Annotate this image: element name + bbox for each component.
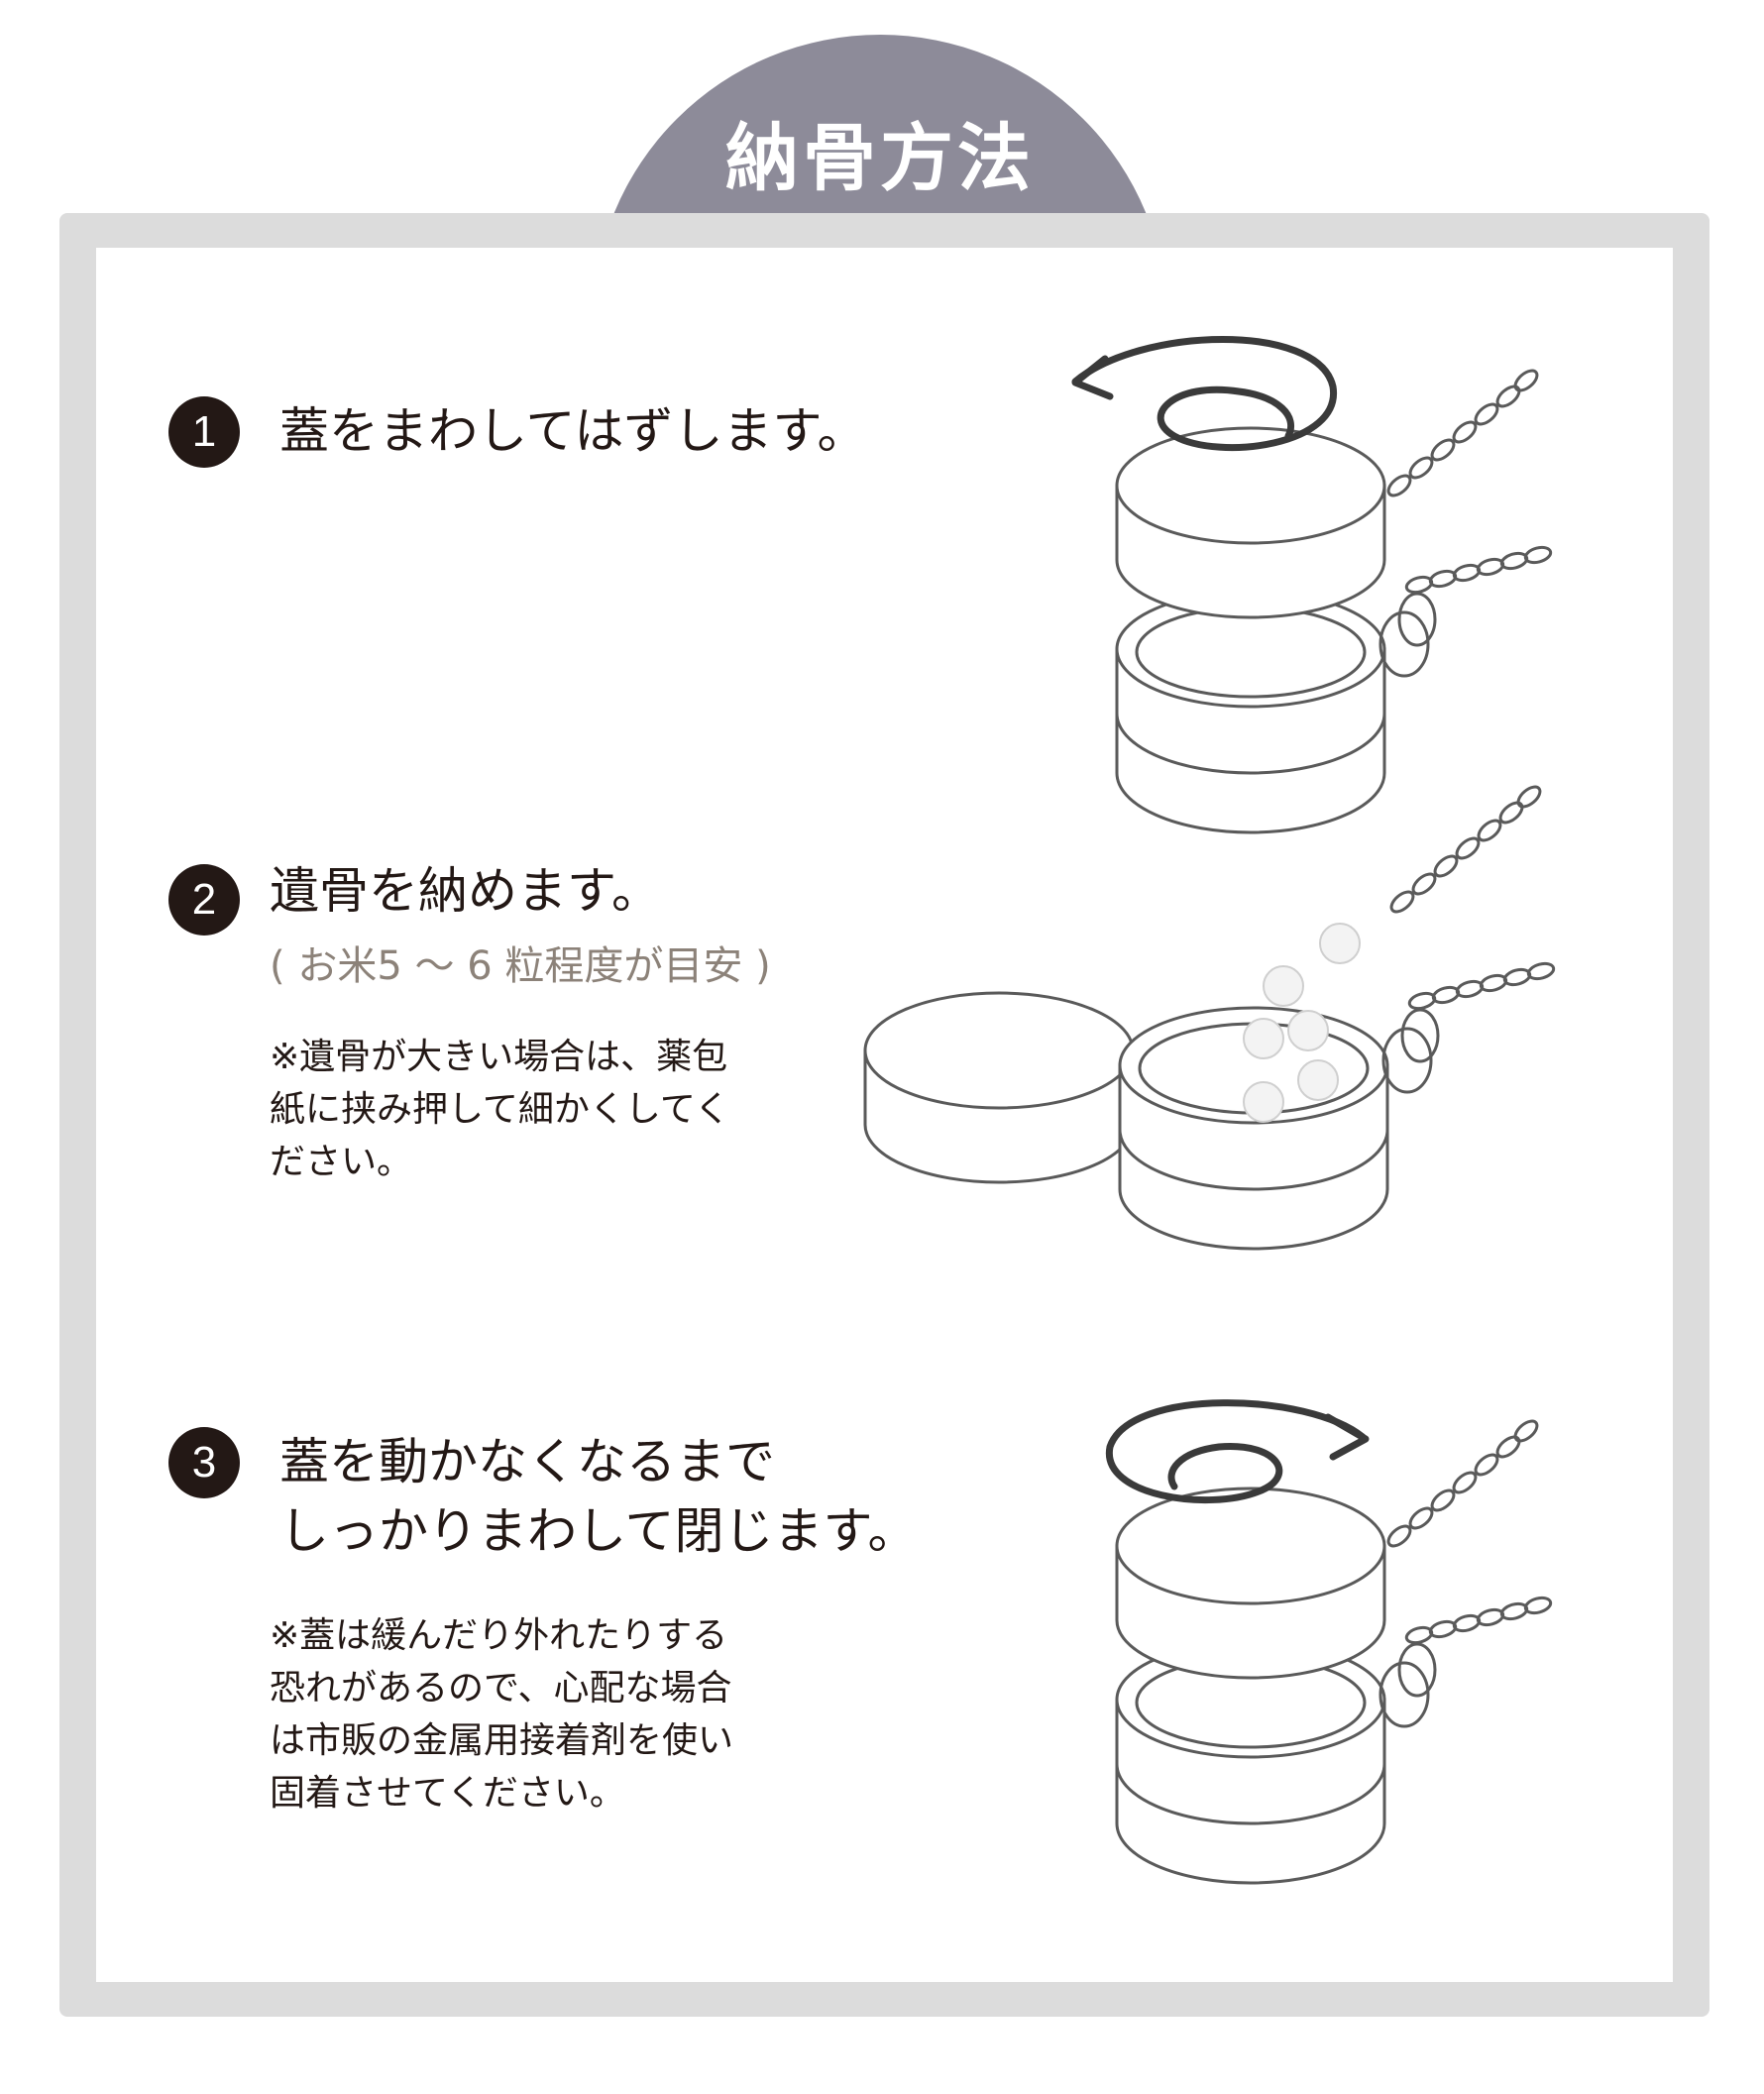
rotate-counterclockwise-arrow-icon <box>1071 336 1337 452</box>
step-2-number: 2 <box>168 864 240 936</box>
step-2-note: ※遺骨が大きい場合は、薬包 紙に挟み押して細かくしてく ださい。 <box>270 1031 730 1188</box>
note-line: ださい。 <box>270 1142 413 1182</box>
step-3-note: ※蓋は緩んだり外れたりする 恐れがあるので、心配な場合 は市販の金属用接着剤を使… <box>270 1609 733 1819</box>
note-line: 紙に挟み押して細かくしてく <box>270 1089 730 1130</box>
note-line: ※蓋は緩んだり外れたりする <box>270 1615 728 1656</box>
note-line: ※遺骨が大きい場合は、薬包 <box>270 1037 728 1077</box>
step-2-subtext: ( お米5 ～ 6 粒程度が目安 ) <box>270 943 771 989</box>
lid-removed <box>863 991 1135 1184</box>
remains-beads <box>1243 923 1361 1123</box>
heading-line: 蓋を動かなくなるまで <box>279 1433 775 1490</box>
step-1-number: 1 <box>168 396 240 468</box>
note-line: は市販の金属用接着剤を使い <box>270 1720 734 1761</box>
step-1-illustration <box>1071 336 1552 833</box>
note-line: 恐れがあるので、心配な場合 <box>270 1668 732 1708</box>
note-line: 固着させてください。 <box>270 1773 625 1814</box>
step-2-illustration <box>863 783 1555 1249</box>
step-3-number: 3 <box>168 1427 240 1498</box>
step-3-heading: 蓋を動かなくなるまで しっかりまわして閉じます。 <box>279 1427 918 1566</box>
step-2-heading: 遺骨を納めます。 <box>270 862 661 920</box>
step-1-heading: 蓋をまわしてはずします。 <box>279 402 867 460</box>
rotate-clockwise-arrow-icon <box>1106 1399 1367 1504</box>
step-3-illustration <box>1106 1399 1552 1883</box>
heading-line: しっかりまわして閉じます。 <box>279 1502 918 1560</box>
page-title: 納骨方法 <box>725 116 1035 201</box>
